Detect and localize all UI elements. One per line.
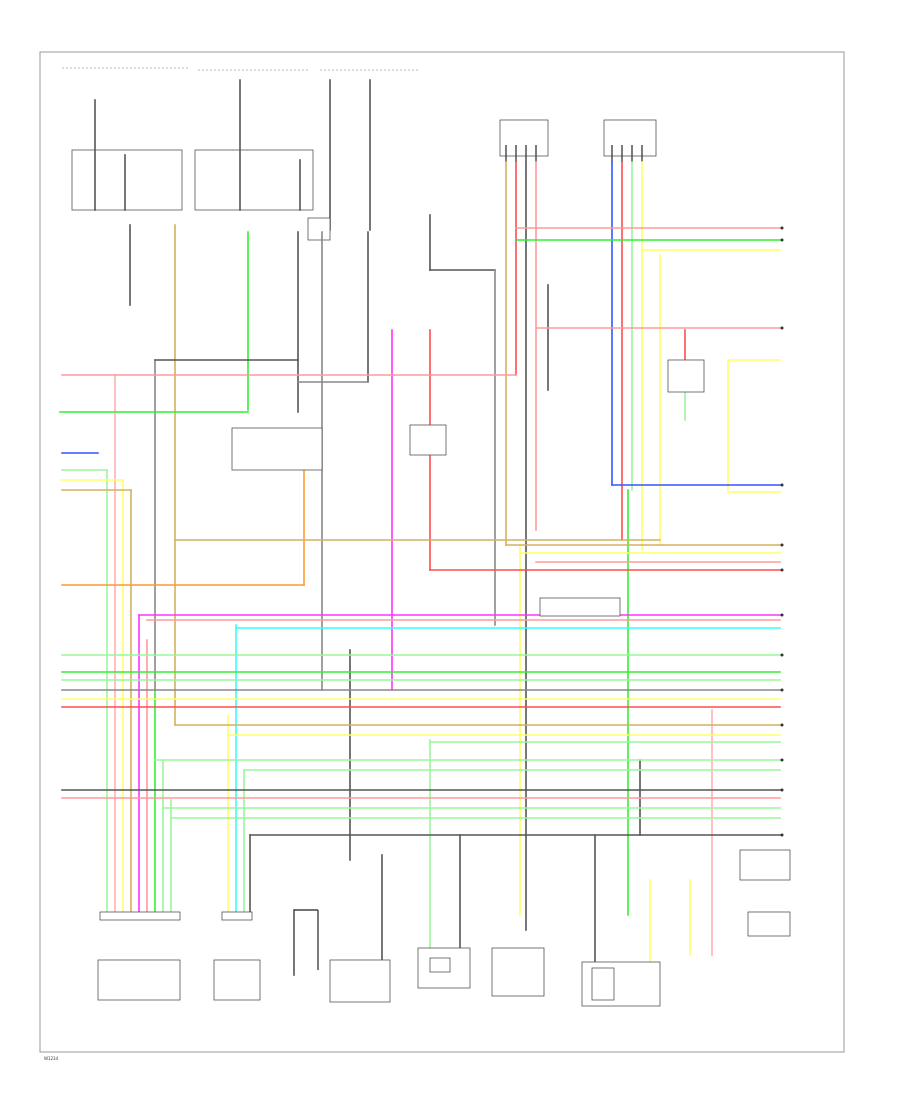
top-connector-blocks (499, 119, 657, 162)
horizontal-wires (59, 227, 781, 916)
fuel-temp-sensor (491, 947, 545, 997)
top-relay-block-left (62, 67, 420, 241)
throttle-sensor-connector (213, 959, 261, 1001)
bottom-components (97, 909, 661, 1007)
mid-components (231, 359, 791, 937)
pressure-sensor-connector (329, 959, 391, 1003)
left-sensor-connector (97, 959, 181, 1001)
right-edge-pins (780, 226, 784, 837)
vertical-wires (106, 161, 729, 976)
footer-code: W1234 (44, 1056, 59, 1061)
diagram-frame (39, 51, 845, 1053)
